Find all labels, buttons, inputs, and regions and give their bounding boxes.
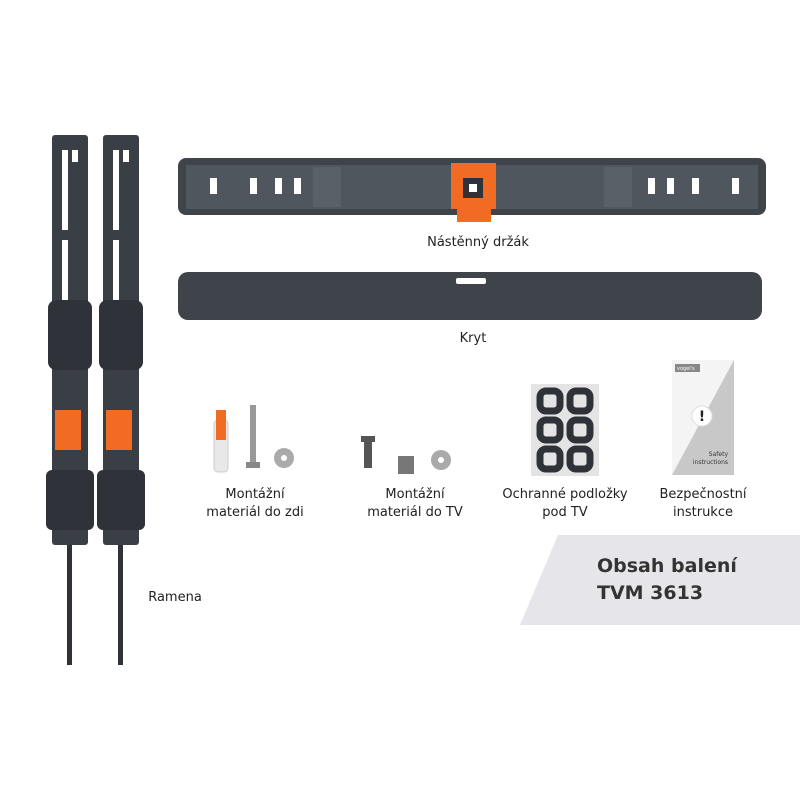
- booklet-text-1: Safety: [709, 451, 729, 458]
- booklet-brand: vogel's: [677, 366, 695, 372]
- arm-right: [97, 135, 145, 665]
- protective-pads: [531, 384, 599, 476]
- label-tv-hardware-line2: materiál do TV: [367, 505, 463, 520]
- label-safety: Bezpečnostní instrukce: [643, 486, 763, 522]
- label-pads-line2: pod TV: [542, 505, 588, 520]
- wall-hardware: [213, 405, 294, 473]
- label-pads: Ochranné podložky pod TV: [495, 486, 635, 522]
- label-wall-bracket: Nástěnný držák: [427, 235, 529, 250]
- arm-left: [46, 135, 94, 665]
- warning-icon: !: [699, 409, 705, 425]
- label-pads-line1: Ochranné podložky: [502, 487, 628, 502]
- label-wall-hardware: Montážní materiál do zdi: [195, 486, 315, 522]
- heading-panel: [520, 535, 800, 625]
- label-wall-hardware-line1: Montážní: [225, 487, 285, 502]
- label-tv-hardware: Montážní materiál do TV: [355, 486, 475, 522]
- label-safety-line1: Bezpečnostní: [659, 487, 747, 502]
- label-wall-hardware-line2: materiál do zdi: [206, 505, 304, 520]
- tv-hardware: [361, 436, 451, 474]
- page-title: Obsah balení TVM 3613: [597, 553, 737, 607]
- safety-booklet: vogel's ! Safety instructions: [672, 360, 734, 475]
- wall-bracket: [178, 158, 766, 222]
- label-tv-hardware-line1: Montážní: [385, 487, 445, 502]
- label-arms: Ramena: [148, 590, 202, 605]
- cover: [178, 272, 762, 320]
- booklet-text-2: instructions: [693, 459, 728, 466]
- title-line2: TVM 3613: [597, 582, 704, 604]
- title-line1: Obsah balení: [597, 555, 737, 577]
- label-safety-line2: instrukce: [673, 505, 733, 520]
- label-cover: Kryt: [459, 331, 487, 346]
